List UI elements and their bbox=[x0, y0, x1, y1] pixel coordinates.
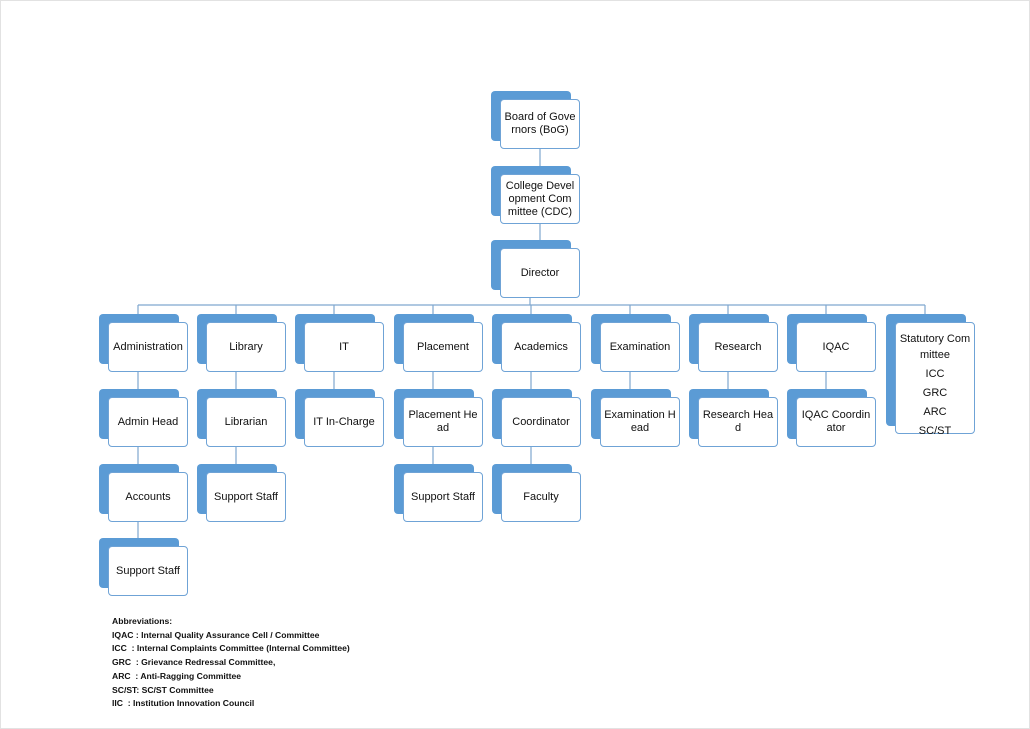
node-it-label: IT bbox=[304, 322, 384, 372]
node-iqac-coordinator: IQAC Coordinator bbox=[787, 389, 876, 447]
node-academics-label: Academics bbox=[501, 322, 581, 372]
node-research-head-label: Research Head bbox=[698, 397, 778, 447]
node-it-in-charge: IT In-Charge bbox=[295, 389, 384, 447]
node-coordinator: Coordinator bbox=[492, 389, 581, 447]
node-cdc: College Development Committee (CDC) bbox=[491, 166, 580, 224]
node-placement-head: Placement Head bbox=[394, 389, 483, 447]
node-faculty-label: Faculty bbox=[501, 472, 581, 522]
node-academics: Academics bbox=[492, 314, 581, 372]
node-examination: Examination bbox=[591, 314, 680, 372]
node-bog: Board of Governors (BoG) bbox=[491, 91, 580, 149]
node-placement-support-staff: Support Staff bbox=[394, 464, 483, 522]
node-examination-label: Examination bbox=[600, 322, 680, 372]
node-accounts: Accounts bbox=[99, 464, 188, 522]
node-faculty: Faculty bbox=[492, 464, 581, 522]
node-iqac: IQAC bbox=[787, 314, 876, 372]
abbreviation-iqac: IQAC : Internal Quality Assurance Cell /… bbox=[112, 629, 320, 640]
node-cdc-label: College Development Committee (CDC) bbox=[500, 174, 580, 224]
statutory-members: ICC GRC ARC SC/ST bbox=[919, 363, 951, 439]
node-accounts-label: Accounts bbox=[108, 472, 188, 522]
node-director: Director bbox=[491, 240, 580, 298]
node-librarian: Librarian bbox=[197, 389, 286, 447]
node-director-label: Director bbox=[500, 248, 580, 298]
node-bog-label: Board of Governors (BoG) bbox=[500, 99, 580, 149]
node-administration: Administration bbox=[99, 314, 188, 372]
node-examination-head: Examination Head bbox=[591, 389, 680, 447]
node-library-support-staff: Support Staff bbox=[197, 464, 286, 522]
node-statutory-committee: Statutory Committee ICC GRC ARC SC/ST bbox=[886, 314, 975, 437]
node-examination-head-label: Examination Head bbox=[600, 397, 680, 447]
node-research-head: Research Head bbox=[689, 389, 778, 447]
node-iqac-label: IQAC bbox=[796, 322, 876, 372]
node-coordinator-label: Coordinator bbox=[501, 397, 581, 447]
node-research-label: Research bbox=[698, 322, 778, 372]
node-statutory-committee-label: Statutory Committee bbox=[899, 333, 971, 361]
node-research: Research bbox=[689, 314, 778, 372]
member-arc: ARC bbox=[923, 406, 947, 418]
node-iqac-coordinator-label: IQAC Coordinator bbox=[796, 397, 876, 447]
node-admin-support-staff-label: Support Staff bbox=[108, 546, 188, 596]
abbreviations-title: Abbreviations: bbox=[112, 616, 173, 626]
node-library-support-staff-label: Support Staff bbox=[206, 472, 286, 522]
member-icc: ICC bbox=[925, 368, 945, 380]
abbreviation-grc: GRC : Grievance Redressal Committee, bbox=[112, 657, 276, 668]
node-it-in-charge-label: IT In-Charge bbox=[304, 397, 384, 447]
node-placement: Placement bbox=[394, 314, 483, 372]
member-grc: GRC bbox=[922, 387, 948, 399]
node-placement-label: Placement bbox=[403, 322, 483, 372]
node-admin-head: Admin Head bbox=[99, 389, 188, 447]
abbreviation-scst: SC/ST: SC/ST Committee bbox=[112, 684, 214, 695]
node-admin-support-staff: Support Staff bbox=[99, 538, 188, 596]
abbreviation-arc: ARC : Anti-Ragging Committee bbox=[112, 670, 242, 681]
abbreviation-iic: IIC : Institution Innovation Council bbox=[112, 698, 255, 709]
abbreviations-block: Abbreviations: IQAC : Internal Quality A… bbox=[112, 615, 350, 711]
node-librarian-label: Librarian bbox=[206, 397, 286, 447]
node-library-label: Library bbox=[206, 322, 286, 372]
node-library: Library bbox=[197, 314, 286, 372]
node-placement-support-staff-label: Support Staff bbox=[403, 472, 483, 522]
node-placement-head-label: Placement Head bbox=[403, 397, 483, 447]
member-scst: SC/ST bbox=[918, 425, 952, 437]
node-it: IT bbox=[295, 314, 384, 372]
node-administration-label: Administration bbox=[108, 322, 188, 372]
node-admin-head-label: Admin Head bbox=[108, 397, 188, 447]
abbreviation-icc: ICC : Internal Complaints Committee (Int… bbox=[112, 643, 350, 654]
